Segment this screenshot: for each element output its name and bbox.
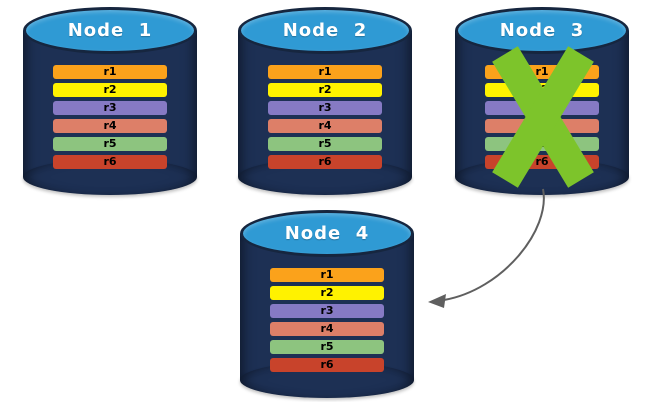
replica-rows: r1 r2 r3 r4 r5 r6: [268, 65, 382, 169]
cylinder-top: Node 4: [240, 210, 414, 257]
replica-rows: r1 r2 r3 r4 r5 r6: [270, 268, 384, 372]
cylinder-top: Node 2: [238, 7, 412, 54]
failure-x-icon: [492, 46, 594, 188]
replica-row-r2: r2: [268, 83, 382, 97]
cylinder-top: Node 3: [455, 7, 629, 54]
cylinder-top: Node 1: [23, 7, 197, 54]
replica-row-r3: r3: [53, 101, 167, 115]
replica-row-r4: r4: [270, 322, 384, 336]
replica-rows: r1 r2 r3 r4 r5 r6: [53, 65, 167, 169]
replica-row-r5: r5: [270, 340, 384, 354]
replica-row-r3: r3: [270, 304, 384, 318]
replica-row-r6: r6: [268, 155, 382, 169]
replica-row-r5: r5: [268, 137, 382, 151]
replica-row-r5: r5: [53, 137, 167, 151]
replica-row-r1: r1: [270, 268, 384, 282]
replica-row-r3: r3: [268, 101, 382, 115]
node-title: Node 2: [282, 20, 368, 41]
arrow-curve: [443, 188, 545, 301]
replica-row-r1: r1: [53, 65, 167, 79]
replica-row-r6: r6: [53, 155, 167, 169]
node-4: r1 r2 r3 r4 r5 r6 Node 4: [240, 210, 414, 398]
node-title: Node 1: [67, 20, 153, 41]
replica-row-r2: r2: [53, 83, 167, 97]
replica-row-r1: r1: [268, 65, 382, 79]
node-3: r1 r2 r3 r4 r5 r6 Node 3: [455, 7, 629, 195]
replica-row-r6: r6: [270, 358, 384, 372]
arrow-head-icon: [428, 294, 446, 308]
replica-row-r4: r4: [268, 119, 382, 133]
node-title: Node 3: [499, 20, 585, 41]
node-2: r1 r2 r3 r4 r5 r6 Node 2: [238, 7, 412, 195]
node-title: Node 4: [284, 223, 370, 244]
replica-row-r2: r2: [270, 286, 384, 300]
replica-row-r4: r4: [53, 119, 167, 133]
node-1: r1 r2 r3 r4 r5 r6 Node 1: [23, 7, 197, 195]
